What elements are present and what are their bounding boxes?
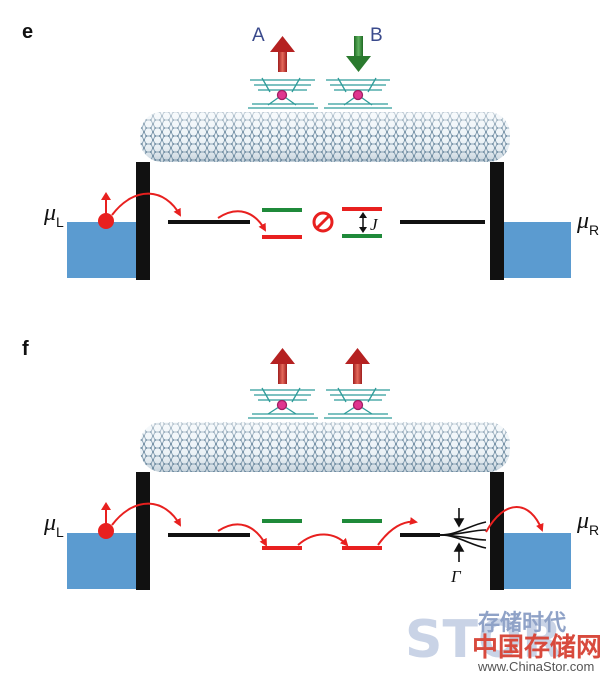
hop-arrow-f-3	[297, 533, 349, 547]
molecule-a-icon	[248, 77, 318, 109]
molecule-a-icon-f	[248, 387, 318, 419]
right-lead-e	[503, 222, 571, 278]
electron-spin-up-icon-f	[98, 502, 114, 539]
hop-arrow-e-2	[217, 210, 266, 232]
left-lead-e	[67, 222, 140, 278]
watermark-cn-top: 存储时代	[478, 610, 566, 636]
molecule-b-icon	[324, 77, 392, 109]
panel-f: f	[22, 338, 599, 590]
mu-left-f: μL	[43, 510, 64, 540]
hop-arrow-f-4	[377, 517, 418, 546]
spin-arrow-b-down-icon	[346, 36, 371, 72]
coupling-j-indicator	[359, 212, 367, 233]
blocked-icon	[312, 211, 334, 233]
right-lead-f	[503, 533, 571, 589]
panel-letter-e: e	[22, 21, 33, 43]
mu-right-e: μR	[576, 208, 599, 238]
left-barrier-f	[136, 472, 150, 590]
panel-letter-f: f	[22, 338, 29, 360]
mu-left-e: μL	[43, 200, 64, 230]
electron-spin-up-icon-e	[98, 192, 114, 229]
spin-arrow-a-up-icon-f	[270, 348, 295, 384]
hop-arrow-f-2	[217, 523, 267, 547]
carbon-nanotube-bottom	[140, 422, 510, 472]
mu-right-f: μR	[576, 508, 599, 538]
molecule-b-icon-f	[324, 387, 392, 419]
broadening-gamma-label: Γ	[450, 567, 462, 586]
carbon-nanotube-top	[140, 112, 510, 162]
coupling-j-label: J	[370, 215, 379, 234]
exit-arrow-f	[485, 506, 544, 533]
hop-arrow-e-1	[111, 192, 181, 217]
panel-e: e A B	[22, 21, 599, 280]
hop-arrow-f-1	[111, 502, 181, 527]
left-lead-f	[67, 533, 140, 589]
right-barrier-e	[490, 162, 504, 280]
watermark-logo: STOR	[405, 610, 562, 670]
watermark-url: www.ChinaStor.com	[477, 659, 594, 674]
right-barrier-f	[490, 472, 504, 590]
watermark: STOR 存储时代 中国存储网 www.ChinaStor.com	[405, 610, 600, 674]
spin-arrow-a-up-icon	[270, 36, 295, 72]
watermark-cn-main: 中国存储网	[472, 632, 600, 663]
molecule-label-b: B	[370, 25, 383, 46]
molecule-label-a: A	[252, 25, 265, 46]
left-barrier-e	[136, 162, 150, 280]
spin-arrow-b-up-icon-f	[345, 348, 370, 384]
level-broadening-icon	[439, 508, 487, 562]
